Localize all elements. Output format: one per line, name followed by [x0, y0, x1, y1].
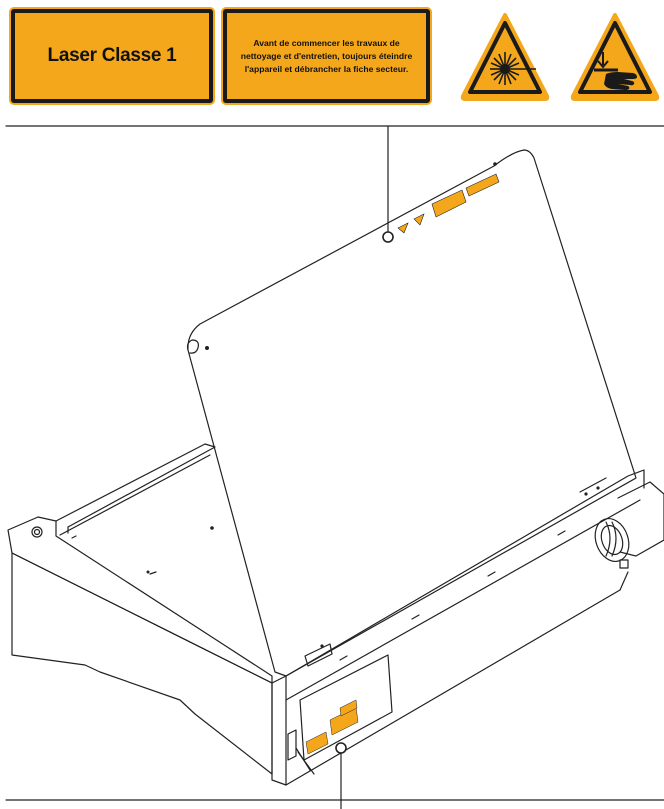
back-rail	[55, 443, 216, 528]
base-left-bolt	[31, 526, 43, 538]
lid-notice-sticker	[431, 189, 467, 218]
hinge-screw	[320, 644, 324, 648]
exhaust-port-thread	[605, 521, 617, 557]
base-left-top-edge	[7, 516, 273, 684]
rail-mark-2	[149, 571, 157, 575]
lid-screw-1	[493, 162, 497, 166]
base-screw	[210, 526, 214, 530]
power-switch	[287, 729, 297, 761]
base-front-corner	[271, 675, 287, 786]
base-left-bolt-inner	[33, 528, 41, 536]
laser-radiation-warning-icon	[460, 13, 550, 101]
maintenance-notice-label: Avant de commencer les travaux de nettoy…	[223, 9, 430, 103]
lid-notch	[186, 339, 199, 354]
laser-class-label: Laser Classe 1	[11, 9, 213, 103]
maintenance-notice-text: Avant de commencer les travaux de nettoy…	[240, 37, 413, 74]
front-sticker-3	[339, 699, 358, 717]
base-left-side	[11, 552, 273, 775]
laser-class-text: Laser Classe 1	[47, 45, 177, 66]
front-slot-4	[557, 530, 566, 536]
base-front-upper-edge	[285, 499, 641, 701]
power-cable-2	[297, 751, 315, 775]
rear-hinge-screw-2	[596, 486, 600, 490]
front-warning-stickers	[305, 699, 359, 755]
base-left-front-edge	[11, 552, 273, 684]
lid-hand-sticker	[413, 213, 425, 226]
rear-hinge-screw	[584, 492, 588, 496]
hand-crush-warning-icon	[570, 13, 660, 101]
front-hinge	[304, 643, 333, 667]
lid-outline	[187, 149, 637, 677]
front-slot-1	[339, 655, 348, 661]
front-callout-marker	[335, 742, 347, 754]
base-screw-2	[146, 570, 150, 574]
rear-hinge-rail	[579, 477, 607, 493]
lid-screw-2	[205, 346, 209, 350]
base-top-right-edge	[271, 469, 645, 684]
front-slot-2	[411, 614, 420, 620]
lid-laser-sticker	[397, 222, 409, 234]
rail-mark	[71, 535, 77, 539]
front-slot-3	[487, 571, 496, 577]
exhaust-housing	[617, 481, 664, 557]
front-sticker-1	[305, 731, 329, 755]
base-right-end	[619, 571, 629, 591]
lid-class-sticker	[465, 173, 500, 197]
exhaust-clip	[619, 559, 629, 569]
lid-warning-stickers	[397, 173, 500, 234]
back-rail-lower	[59, 454, 211, 536]
exhaust-port-inner	[600, 524, 624, 556]
lid-callout-marker	[382, 231, 394, 243]
